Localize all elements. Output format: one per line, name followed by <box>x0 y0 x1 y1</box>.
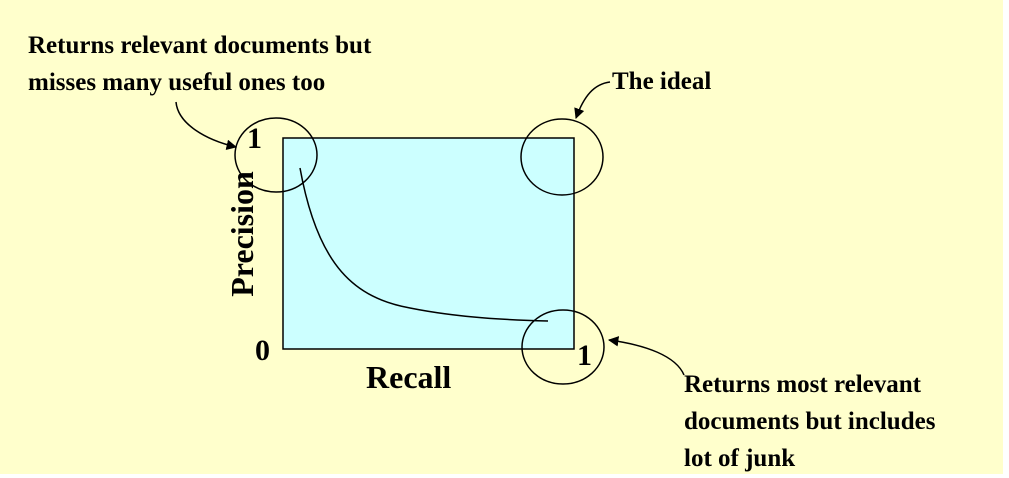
ideal-arrow <box>574 81 611 119</box>
x-axis-label: Recall <box>366 359 452 395</box>
annotation-top-left: Returns relevant documents but misses ma… <box>28 27 371 101</box>
annotation-ideal: The ideal <box>612 68 712 95</box>
bottom-right-circle <box>521 309 605 385</box>
origin-tick: 0 <box>255 334 270 367</box>
y-axis-label: Precision <box>224 171 260 297</box>
annotation-line: documents but includes <box>684 408 936 435</box>
ideal-circle <box>520 118 604 196</box>
annotation-bottom-right: Returns most relevant documents but incl… <box>684 366 935 477</box>
x-max-tick: 1 <box>577 339 592 372</box>
annotation-line: Returns relevant documents but <box>28 32 372 59</box>
precision-recall-curve <box>299 167 549 322</box>
bottom-right-arrow <box>607 336 685 376</box>
plot-area <box>282 137 575 350</box>
annotation-line: Returns most relevant <box>684 371 921 398</box>
annotation-line: lot of junk <box>684 445 796 472</box>
annotation-line: misses many useful ones too <box>28 69 326 96</box>
y-max-tick: 1 <box>247 122 262 155</box>
top-left-arrow <box>175 101 238 150</box>
top-left-circle <box>234 117 318 193</box>
